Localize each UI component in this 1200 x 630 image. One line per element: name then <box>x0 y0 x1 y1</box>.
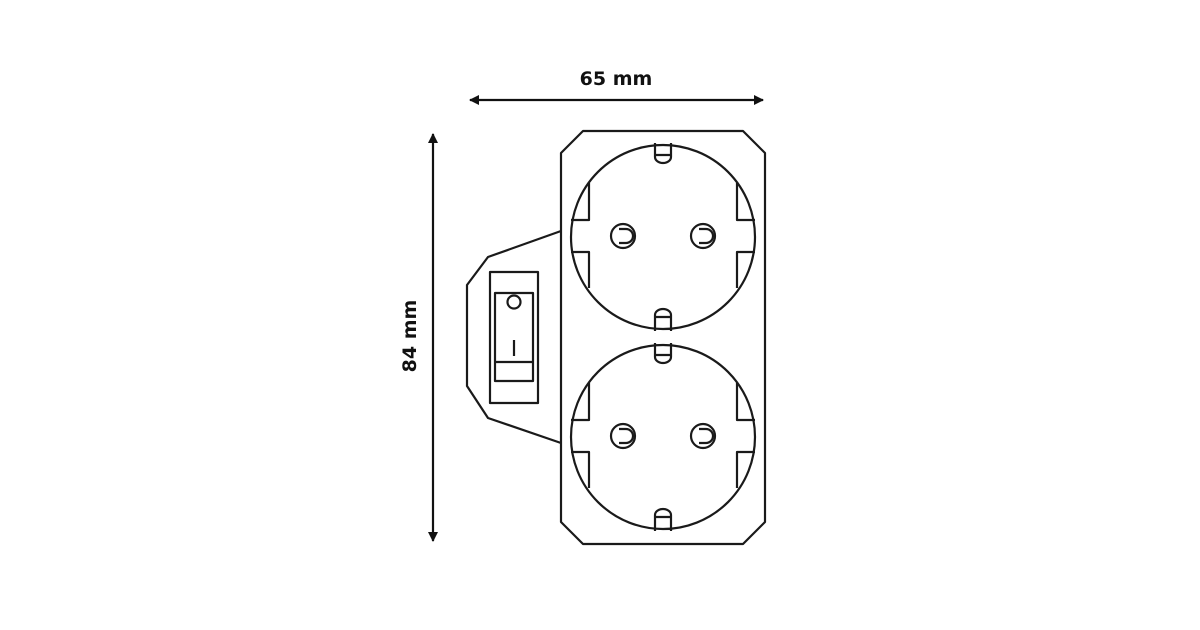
side-notch <box>735 383 755 488</box>
earth-clip-bottom <box>653 507 673 531</box>
rocker-switch <box>493 291 535 383</box>
height-dimension: 84 mm <box>399 133 438 542</box>
pin-slot <box>699 227 715 245</box>
pin-slot <box>619 227 635 245</box>
socket-face <box>569 343 757 531</box>
switch-frame <box>488 270 540 405</box>
pin-hole-icon <box>689 222 717 250</box>
earth-clip-bottom <box>653 307 673 331</box>
width-label: 65 mm <box>580 68 653 90</box>
pin-slot <box>699 427 715 445</box>
switch-off-symbol-icon <box>506 294 522 310</box>
pin-hole-icon <box>609 422 637 450</box>
earth-clip-top <box>653 143 673 165</box>
schuko-socket-2 <box>569 343 757 531</box>
socket-body <box>559 129 767 546</box>
height-label: 84 mm <box>399 300 421 373</box>
width-dimension: 65 mm <box>469 68 764 105</box>
pin-hole-icon <box>689 422 717 450</box>
switch-housing <box>465 229 562 445</box>
earth-clip-top <box>653 343 673 365</box>
side-notch <box>571 383 591 488</box>
side-notch <box>735 183 755 288</box>
socket-face <box>569 143 757 331</box>
pin-slot <box>619 427 635 445</box>
pin-hole-icon <box>609 222 637 250</box>
schuko-socket-1 <box>569 143 757 331</box>
side-notch <box>571 183 591 288</box>
